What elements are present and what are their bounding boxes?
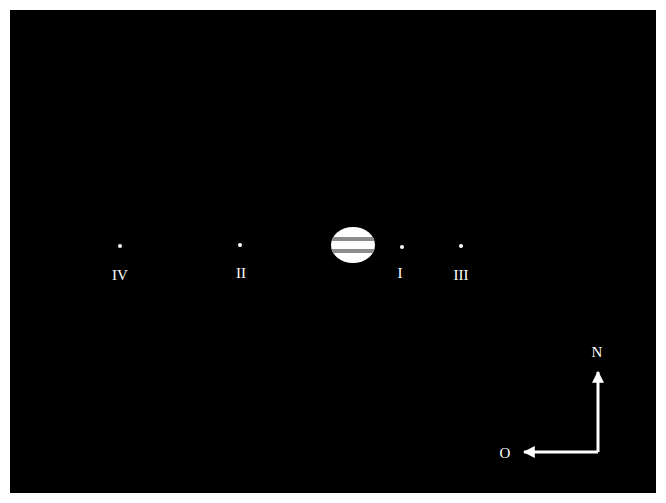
jupiter-planet — [328, 227, 378, 263]
compass-arrows — [524, 372, 598, 452]
moon-dot — [118, 244, 122, 248]
night-sky — [10, 10, 656, 493]
moon-dot — [459, 244, 463, 248]
moon-dot — [238, 243, 242, 247]
moon-label: III — [454, 268, 469, 283]
moon-label: I — [398, 266, 403, 281]
moon-dot — [400, 245, 404, 249]
moon-label: II — [236, 266, 246, 281]
moon-label: IV — [112, 268, 128, 283]
compass-label: N — [592, 345, 603, 360]
compass-label: O — [500, 446, 511, 461]
